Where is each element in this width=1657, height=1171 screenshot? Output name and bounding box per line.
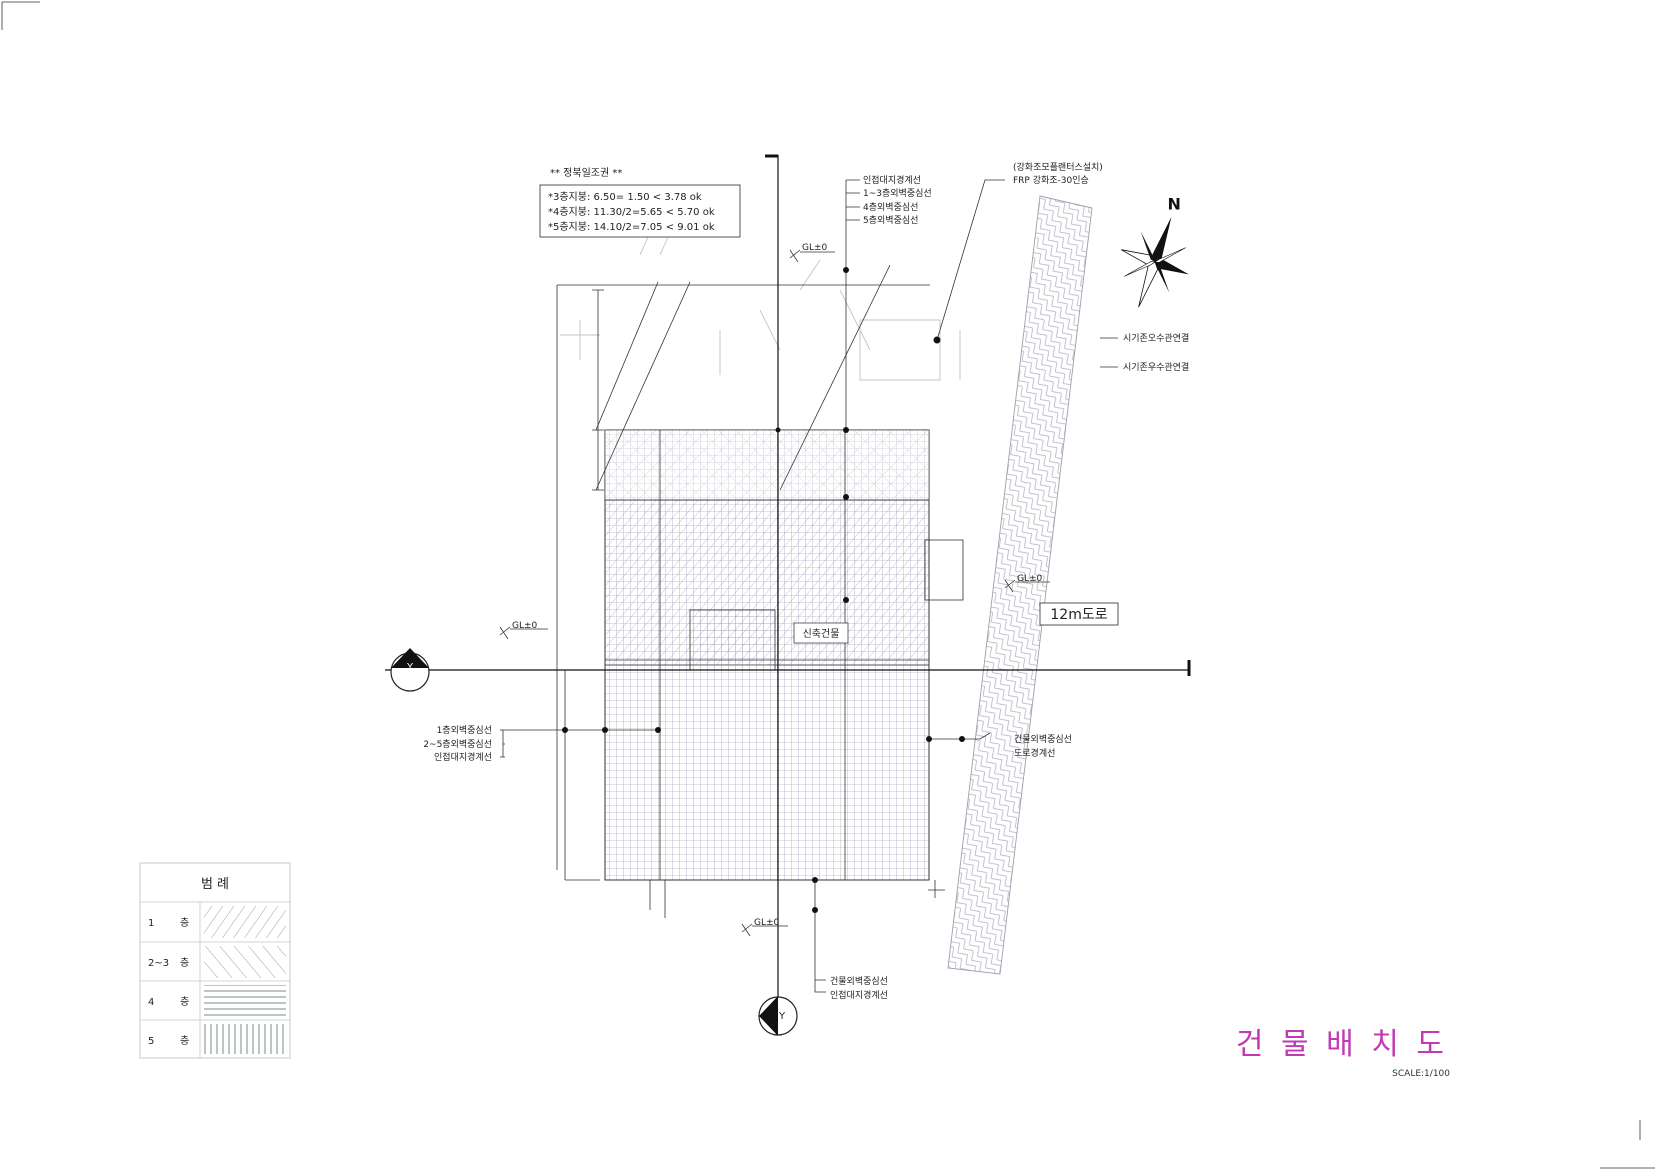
- callout-text: 도로경계선: [1014, 747, 1055, 759]
- callout-text: (강화조모플랜터스설치): [1013, 161, 1103, 173]
- title-block: 건 물 배 치 도 SCALE:1/100: [1236, 1027, 1450, 1079]
- gl-bottom-text: GL±0: [754, 918, 780, 928]
- legend-floor: 4: [148, 997, 154, 1008]
- callout-text: 건물외벽중심선: [1014, 733, 1072, 745]
- gl-top-text: GL±0: [802, 243, 828, 253]
- gl-marker-bottom: GL±0: [741, 918, 788, 937]
- callout-text: 1~3층외벽중심선: [863, 187, 932, 199]
- sheet-corner-top-left: [1, 1, 40, 30]
- callout-text: 5층외벽중심선: [863, 214, 918, 226]
- legend-header: 범 례: [201, 877, 229, 892]
- callout-text: 건물외벽중심선: [830, 975, 888, 987]
- legend-unit: 층: [180, 1035, 189, 1047]
- gl-road-text: GL±0: [1017, 574, 1043, 584]
- sunlight-line: *4층지붕: 11.30/2=5.65 < 5.70 ok: [548, 206, 715, 218]
- legend: 범 례 1 층 2~3 층 4 층 5 층: [139, 862, 291, 1059]
- legend-swatch-2-3: [204, 946, 286, 978]
- legend-unit: 층: [180, 957, 189, 969]
- building-label: 신축건물: [793, 622, 849, 644]
- gl-marker-left: GL±0: [499, 621, 548, 640]
- north-label: N: [1167, 194, 1180, 213]
- landscape-sketch: [560, 236, 961, 381]
- road-label: 12m도로: [1039, 602, 1119, 626]
- sunlight-line: *3층지붕: 6.50= 1.50 < 3.78 ok: [548, 191, 702, 203]
- callout-text: 인접대지경계선: [434, 751, 492, 763]
- road-label-text: 12m도로: [1050, 607, 1107, 623]
- legend-unit: 층: [180, 996, 189, 1008]
- north-arrow: N: [1120, 194, 1189, 308]
- sunlight-title: ** 정북일조권 **: [550, 167, 622, 179]
- section-left-label: Y: [406, 662, 414, 673]
- callout-text: 4층외벽중심선: [863, 201, 918, 213]
- callout-leaders: [500, 179, 1118, 993]
- gl-left-text: GL±0: [512, 621, 538, 631]
- gl-marker-top: GL±0: [789, 243, 835, 263]
- callout-text: 1층외벽중심선: [437, 724, 492, 736]
- building-footprint: [604, 429, 964, 881]
- callout-text: 인접대지경계선: [830, 989, 888, 1001]
- drawing-title: 건 물 배 치 도: [1236, 1027, 1448, 1062]
- section-marker-bottom: Y: [758, 996, 798, 1036]
- utility-text: 시기존우수관연결: [1123, 362, 1189, 373]
- left-callout: 1층외벽중심선 2~5층외벽중심선 인접대지경계선: [423, 724, 492, 763]
- legend-swatch-4: [204, 985, 286, 1017]
- section-bottom-label: Y: [778, 1011, 786, 1022]
- bottom-callout: 건물외벽중심선 인접대지경계선: [830, 975, 888, 1001]
- planter-callout: (강화조모플랜터스설치) FRP 강화조-30인승: [1013, 161, 1103, 186]
- top-callout: 인접대지경계선 1~3층외벽중심선 4층외벽중심선 5층외벽중심선: [863, 174, 932, 226]
- legend-swatch-1: [204, 906, 286, 938]
- sunlight-line: *5층지붕: 14.10/2=7.05 < 9.01 ok: [548, 221, 715, 233]
- gl-marker-road: GL±0: [1004, 574, 1050, 593]
- building-label-text: 신축건물: [803, 628, 840, 640]
- road-strip: [947, 195, 1093, 975]
- utility-text: 시기존오수관연결: [1123, 333, 1189, 344]
- callout-text: 2~5층외벽중심선: [423, 738, 492, 750]
- legend-floor: 2~3: [148, 958, 169, 969]
- legend-floor: 5: [148, 1036, 154, 1047]
- sheet-corner-bottom-right: [1600, 1120, 1655, 1169]
- dimension-lines: [564, 264, 945, 918]
- legend-floor: 1: [148, 918, 154, 929]
- sunlight-check-box: ** 정북일조권 ** *3층지붕: 6.50= 1.50 < 3.78 ok …: [539, 167, 741, 238]
- right-callout: 건물외벽중심선 도로경계선: [1014, 733, 1072, 759]
- utility-notes: 시기존오수관연결 시기존우수관연결: [1123, 333, 1189, 373]
- callout-text: 인접대지경계선: [863, 174, 921, 186]
- legend-unit: 층: [180, 917, 189, 929]
- callout-text: FRP 강화조-30인승: [1013, 175, 1089, 186]
- drawing-scale: SCALE:1/100: [1392, 1069, 1450, 1079]
- section-marker-left: Y: [390, 648, 430, 692]
- legend-swatch-5: [204, 1024, 286, 1054]
